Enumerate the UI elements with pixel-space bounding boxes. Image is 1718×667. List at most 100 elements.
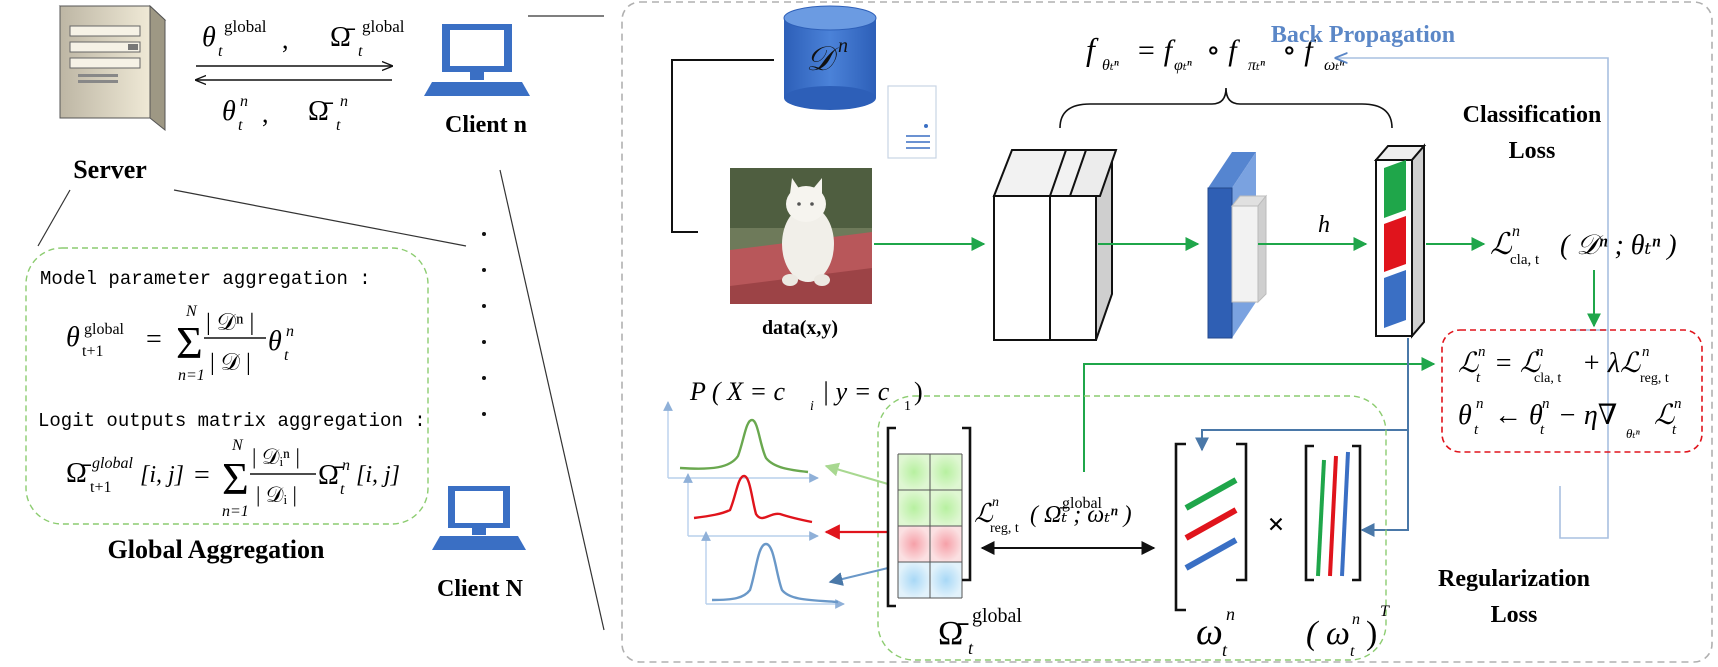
- svg-text:Ω̄: Ω̄: [308, 96, 334, 127]
- connector-line: [173, 189, 467, 247]
- client-detail-panel: [621, 1, 1713, 663]
- svg-text:global: global: [972, 605, 1022, 627]
- svg-text:t: t: [238, 117, 243, 134]
- client-ellipsis: [482, 232, 486, 416]
- client-logit-vector: [1174, 442, 1248, 612]
- total-loss-formula: ℒ t n = ℒ cla, t n + λℒ reg, t n: [1458, 344, 1669, 386]
- svg-text:n: n: [1226, 604, 1235, 624]
- global-aggregation-title: Global Aggregation: [108, 535, 325, 564]
- global-logit-matrix: [886, 426, 972, 608]
- database-cylinder-icon: [783, 5, 877, 110]
- global-aggregation-box: [25, 247, 429, 525]
- svg-text:| 𝒟ⁿ |: | 𝒟ⁿ |: [206, 310, 254, 336]
- svg-text:ωₜⁿ: ωₜⁿ: [1324, 57, 1344, 74]
- svg-text:f: f: [1086, 31, 1099, 67]
- svg-text:+ λℒ: + λℒ: [1582, 348, 1641, 379]
- svg-text:=: =: [194, 460, 210, 491]
- dataset-connector: [671, 59, 774, 233]
- svg-text:| 𝒟ᵢ |: | 𝒟ᵢ |: [256, 482, 297, 507]
- classification-loss-title: Loss: [1509, 138, 1556, 164]
- svg-text:[i, j]: [i, j]: [356, 462, 400, 488]
- feature-extractor-block: [992, 149, 1118, 341]
- h-label: h: [1318, 212, 1330, 238]
- omega-transpose-label: ( ω t n ) T: [1306, 603, 1390, 660]
- svg-text:t: t: [1222, 640, 1228, 660]
- svg-text:πₜⁿ: πₜⁿ: [1248, 57, 1265, 74]
- client-n-label: Client n: [445, 112, 527, 138]
- svg-text:global: global: [84, 321, 125, 338]
- model-composition-formula: f θₜⁿ = f φₜⁿ ∘ f πₜⁿ ∘ f ωₜⁿ: [1086, 31, 1344, 74]
- svg-text:ω: ω: [1196, 611, 1223, 653]
- svg-text:,: ,: [262, 99, 269, 128]
- svg-text:n: n: [1352, 611, 1360, 628]
- svg-text:n: n: [240, 93, 248, 110]
- back-propagation-path: [1559, 330, 1609, 539]
- client-N-label: Client N: [437, 576, 524, 602]
- svg-text:global: global: [92, 455, 133, 472]
- svg-text:θₜⁿ: θₜⁿ: [1102, 57, 1119, 74]
- svg-text:θ: θ: [222, 96, 236, 127]
- model-aggregation-heading: Model parameter aggregation :: [40, 268, 371, 290]
- svg-text:φₜⁿ: φₜⁿ: [1174, 57, 1192, 74]
- regularization-loss-title: Loss: [1491, 602, 1538, 628]
- omega-n-label: ω t n: [1196, 604, 1235, 660]
- svg-text:n: n: [1674, 396, 1682, 412]
- connector-line: [499, 169, 605, 631]
- svg-text:n=1: n=1: [222, 503, 249, 520]
- probability-label: P ( X = c: [689, 377, 785, 406]
- svg-text:∘ f: ∘ f: [1282, 34, 1316, 67]
- times-symbol: ×: [1267, 508, 1284, 541]
- svg-text:θ: θ: [66, 322, 80, 353]
- svg-text:n: n: [1512, 223, 1520, 240]
- svg-text:cla, t: cla, t: [1534, 371, 1561, 386]
- downlink-formula: θ t global , Ω̄ t global: [202, 17, 405, 60]
- svg-text:N: N: [185, 303, 198, 320]
- svg-text:): ): [1366, 615, 1377, 652]
- svg-text:θ: θ: [268, 326, 282, 357]
- svg-text:n: n: [1536, 344, 1544, 360]
- classifier-block: [1373, 143, 1427, 339]
- svg-text:Ω̄: Ω̄: [938, 615, 969, 652]
- svg-text:cla, t: cla, t: [1510, 252, 1540, 268]
- svg-text:t: t: [1474, 422, 1479, 438]
- svg-text:t+1: t+1: [90, 479, 111, 496]
- svg-text:Σ: Σ: [222, 453, 249, 504]
- svg-text:[i, j]: [i, j]: [140, 462, 184, 488]
- svg-text:i: i: [810, 399, 814, 414]
- svg-text:t: t: [1476, 370, 1481, 386]
- server-tower-icon: [58, 4, 167, 132]
- svg-text:t: t: [358, 43, 363, 60]
- svg-text:n: n: [286, 323, 294, 340]
- svg-text:( 𝒟ⁿ ; θₜⁿ ): ( 𝒟ⁿ ; θₜⁿ ): [1560, 230, 1677, 261]
- regularization-loss-title: Regularization: [1438, 566, 1590, 592]
- svg-text:( ω: ( ω: [1306, 615, 1350, 652]
- svg-text:n: n: [1542, 396, 1550, 412]
- svg-text:ℒ: ℒ: [1458, 348, 1479, 379]
- parameter-update-formula: θ t n ← θ t n − η∇ θₜⁿ ℒ t n: [1458, 396, 1682, 441]
- svg-text:,: ,: [282, 25, 289, 54]
- logit-output-arrow: [1360, 430, 1409, 537]
- svg-text:n: n: [1476, 396, 1484, 412]
- svg-text:= f: = f: [1136, 34, 1176, 67]
- probability-plot-red: [683, 473, 819, 541]
- model-aggregation-formula: θ t+1 global = Σ N n=1 | 𝒟ⁿ | | 𝒟 | θ t …: [66, 303, 294, 384]
- svg-text:reg, t: reg, t: [990, 521, 1019, 536]
- svg-text:1: 1: [904, 399, 911, 414]
- uplink-formula: θ t n , Ω̄ t n: [222, 93, 348, 134]
- back-propagation-label: Back Propagation: [1271, 22, 1455, 48]
- reg-loss-to-total-arrow: [1083, 357, 1436, 472]
- svg-text:| 𝒟 |: | 𝒟 |: [210, 350, 251, 376]
- classification-loss-title: Classification: [1463, 102, 1602, 128]
- cat-photo: [730, 168, 872, 304]
- svg-text:global: global: [224, 17, 267, 36]
- svg-text:t: t: [218, 43, 223, 60]
- svg-text:∘ f: ∘ f: [1206, 34, 1240, 67]
- probability-plot-green: [663, 401, 819, 483]
- svg-text:← θ: ← θ: [1494, 400, 1543, 431]
- svg-text:n: n: [992, 495, 999, 510]
- svg-text:Ω̄: Ω̄: [330, 22, 356, 53]
- svg-text:=: =: [146, 324, 162, 355]
- desktop-computer-icon: [432, 486, 526, 550]
- omega-global-label: Ω̄ t global: [938, 605, 1022, 658]
